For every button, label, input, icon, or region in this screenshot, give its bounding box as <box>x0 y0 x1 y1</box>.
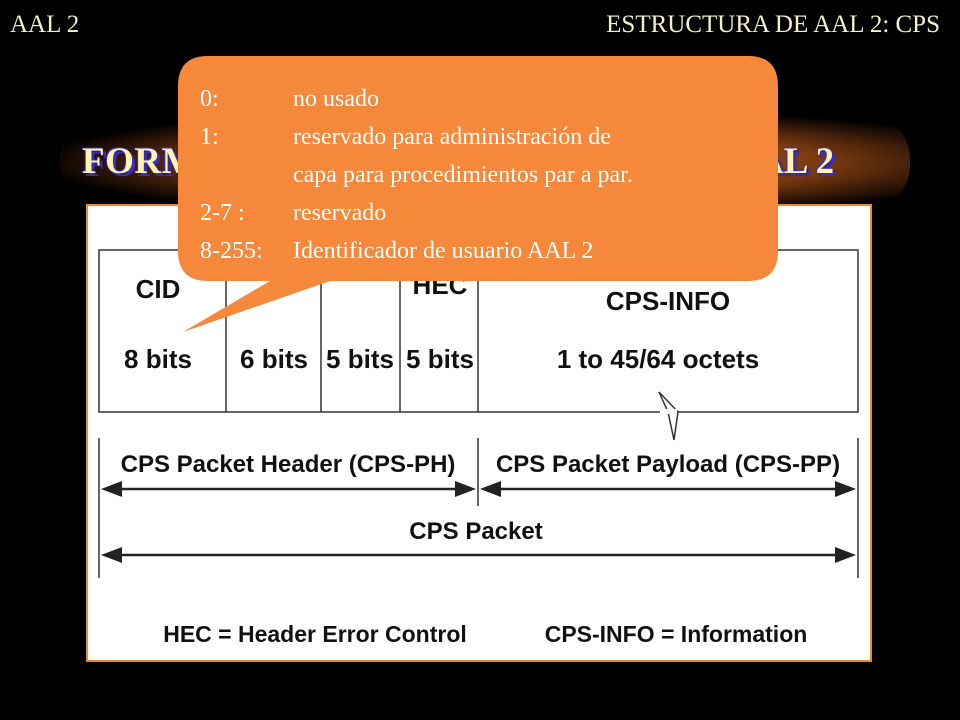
slide-title-left: FORM <box>82 141 198 182</box>
field-name-cps-info: CPS-INFO <box>606 286 730 316</box>
callout-value: Identificador de usuario AAL 2 <box>293 238 594 264</box>
header-left-text: AAL 2 <box>10 11 80 38</box>
callout-row: 2-7 : reservado <box>200 194 778 232</box>
arrow-head <box>480 481 501 497</box>
payload-span-label: CPS Packet Payload (CPS-PP) <box>496 451 840 478</box>
legend-cps-info: CPS-INFO = Information <box>545 621 808 647</box>
callout-value: capa para procedimientos par a par. <box>293 162 633 188</box>
callout-row: 8-255: Identificador de usuario AAL 2 <box>200 232 778 270</box>
callout-key <box>200 156 293 194</box>
info-pointer-mask <box>660 409 677 414</box>
info-pointer <box>658 391 679 441</box>
packet-span-label: CPS Packet <box>409 518 542 545</box>
field-size-hec: 5 bits <box>406 344 474 374</box>
arrow-head <box>835 547 856 563</box>
arrow-head <box>455 481 476 497</box>
callout-key: 8-255: <box>200 238 263 264</box>
callout-row: 1: reservado para administración de <box>200 118 778 156</box>
callout-key: 2-7 : <box>200 200 245 226</box>
callout-text: 0: no usado 1: reservado para administra… <box>178 56 778 281</box>
callout-row: capa para procedimientos par a par. <box>200 156 778 194</box>
header-right-text: ESTRUCTURA DE AAL 2: CPS <box>606 11 940 38</box>
field-size-cps-info: 1 to 45/64 octets <box>557 344 759 374</box>
callout-shape <box>178 56 778 332</box>
field-size-cid: 8 bits <box>124 344 192 374</box>
header-span-label: CPS Packet Header (CPS-PH) <box>121 451 456 478</box>
callout-row: 0: no usado <box>200 80 778 118</box>
callout-value: reservado <box>293 200 387 226</box>
callout-key: 1: <box>200 124 219 150</box>
legend-hec: HEC = Header Error Control <box>163 621 467 647</box>
field-name-cid: CID <box>136 274 181 304</box>
callout-key: 0: <box>200 86 219 112</box>
callout-value: no usado <box>293 86 379 112</box>
field-size-3: 5 bits <box>326 344 394 374</box>
arrow-head <box>101 547 122 563</box>
arrow-head <box>835 481 856 497</box>
arrow-head <box>101 481 122 497</box>
callout-value: reservado para administración de <box>293 124 611 150</box>
field-size-2: 6 bits <box>240 344 308 374</box>
